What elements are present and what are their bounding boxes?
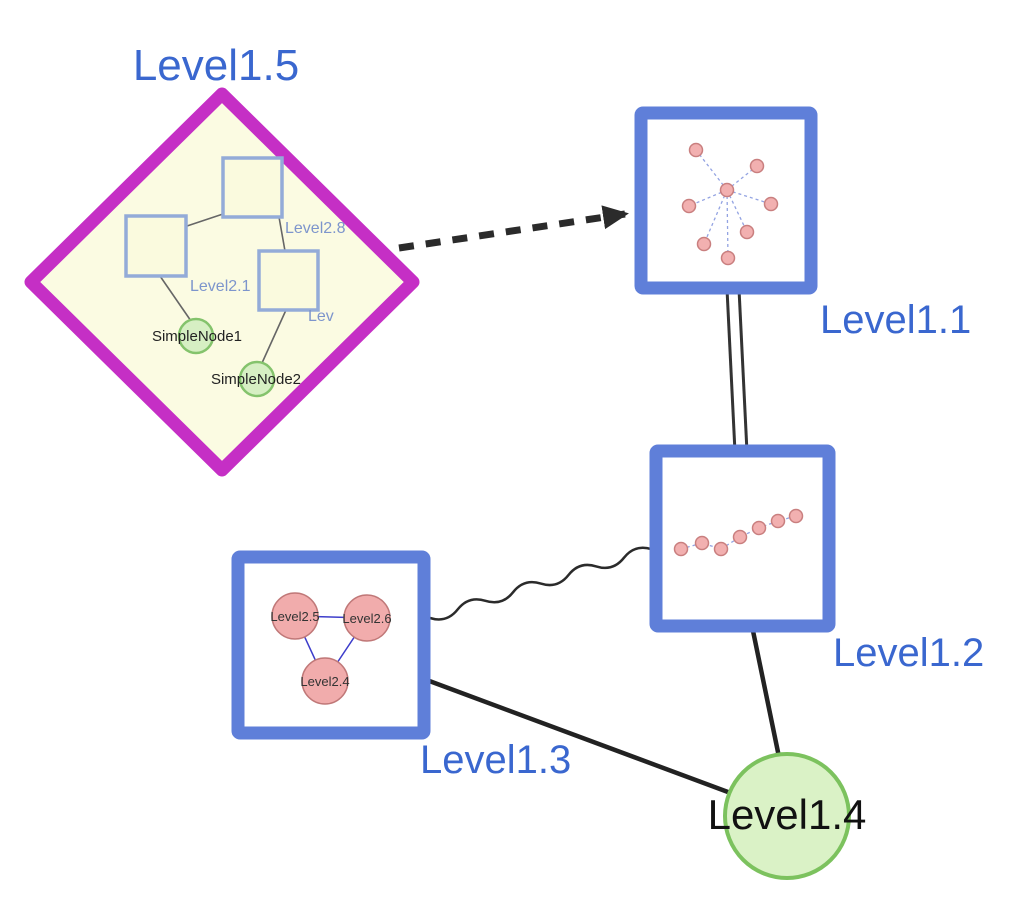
mini-node [720,250,736,266]
edge-level1-5-to-level1-1 [398,205,629,252]
edge-level2-1-simplenode1 [159,275,192,322]
level1-4-label: Level1.4 [708,791,867,838]
level2-6-label: Level2.6 [342,611,391,626]
double-edge-line-2 [737,288,749,453]
node-level1-5: Level1.5 Level2.8 Level2.1 Lev SimpleNod… [24,41,420,477]
level1-1-label: Level1.1 [820,298,971,342]
edge-level2-8-lev [278,216,286,252]
mini-node [696,236,712,252]
level1-1-rect[interactable] [634,106,818,295]
mini-node [719,182,735,198]
level2-8-label: Level2.8 [285,220,346,237]
node-simplenode2[interactable] [238,360,276,398]
node-level1-2: Level1.2 [649,444,984,675]
edge-lev-simplenode2 [261,309,287,364]
node-simplenode1[interactable] [177,317,215,355]
node-level1-1: Level1.1 [634,106,971,342]
mini-node [751,520,767,536]
mini-node [713,541,729,557]
edge-level2-8-level2-1 [183,212,227,228]
double-edge-line-1 [725,288,737,453]
simplenode2-label: SimpleNode2 [211,371,301,388]
mini-node [788,508,804,524]
mini-node [694,535,710,551]
level1-5-diamond[interactable] [24,87,420,477]
level2-trunc-label: Lev [308,308,334,325]
level1-3-inner-graph: Level2.5 Level2.6 Level2.4 [270,592,392,705]
edge-level1-3-level1-4 [423,676,737,798]
node-level2-6[interactable] [343,594,391,642]
top-level-edges [398,205,782,798]
node-level1-3: Level2.5 Level2.6 Level2.4 Level1.3 [231,550,571,782]
level1-3-rect[interactable] [231,550,431,740]
mini-node [681,198,697,214]
node-level2-trunc[interactable] [257,249,320,312]
mini-node [688,142,704,158]
level1-3-label: Level1.3 [420,738,571,782]
level1-2-inner-graph [673,508,804,557]
edge-level1-1-level1-2 [725,288,749,453]
level1-4-circle[interactable] [723,752,851,880]
level1-1-inner-graph [681,142,779,266]
node-level1-4: Level1.4 [708,752,867,880]
level2-5-label: Level2.5 [270,609,319,624]
level1-2-label: Level1.2 [833,631,984,675]
level1-5-inner-edges [159,212,287,364]
simplenode1-label: SimpleNode1 [152,328,242,345]
level2-1-label: Level2.1 [190,278,251,295]
level1-1-inner-edges [688,149,772,259]
node-level2-5[interactable] [271,592,319,640]
mini-node [673,541,689,557]
mini-node [732,529,748,545]
node-level2-8[interactable] [221,156,284,219]
mini-node [749,158,765,174]
edge-level1-3-level1-2 [429,546,652,621]
mini-node [763,196,779,212]
level2-4-label: Level2.4 [300,674,349,689]
edge-level1-2-level1-4 [749,625,782,758]
level1-5-label: Level1.5 [133,41,299,90]
node-level2-4[interactable] [301,657,349,705]
mini-node [739,224,755,240]
node-level2-1[interactable] [124,214,188,278]
mini-node [770,513,786,529]
